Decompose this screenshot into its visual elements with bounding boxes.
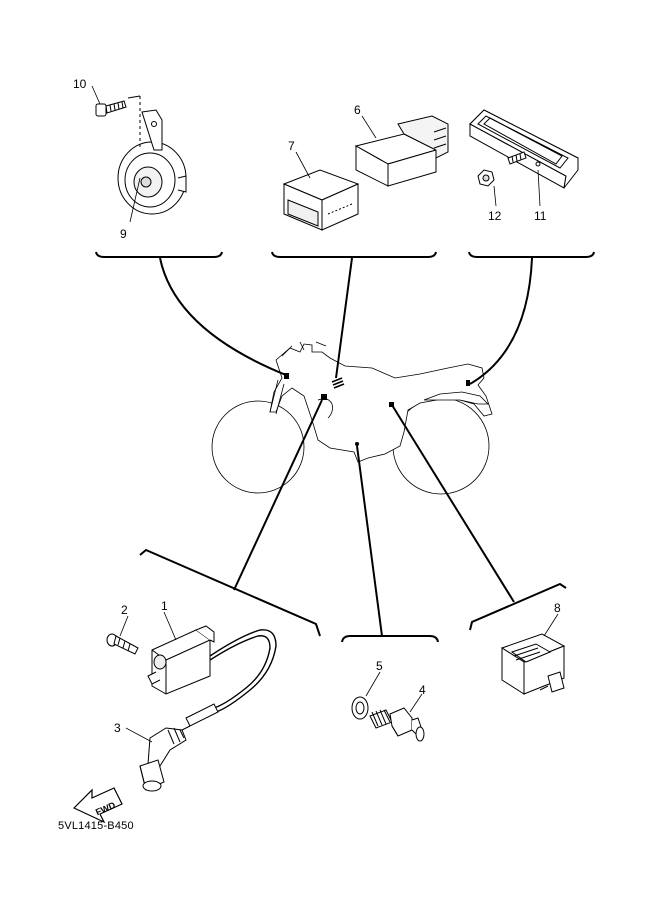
callout-8: 8	[554, 601, 561, 615]
callout-10: 10	[73, 77, 87, 91]
callout-4: 4	[419, 683, 426, 697]
callout-numbers: 10 9 7 6 12 11 2 1 3 5 4 8	[73, 77, 561, 735]
horn-assembly	[95, 95, 187, 215]
front-wheel	[211, 400, 305, 494]
screw-2	[106, 633, 139, 655]
rear-fender	[423, 391, 489, 405]
callout-11: 11	[534, 209, 547, 223]
horn-bracket	[141, 109, 163, 151]
leader-lines	[159, 257, 533, 637]
bracket-flasher-group	[469, 582, 567, 631]
marker-switch	[355, 442, 359, 446]
neutral-switch-assembly	[351, 696, 425, 742]
callout-2: 2	[121, 603, 128, 617]
marker-relay-rear	[466, 380, 470, 386]
flasher-relay-8	[500, 633, 566, 695]
marker-relays	[331, 377, 345, 389]
marker-horn	[284, 373, 289, 379]
callout-12: 12	[488, 209, 502, 223]
frame-outline	[269, 343, 493, 463]
bracket-switch-group	[341, 635, 439, 643]
callout-leaders	[91, 85, 559, 743]
ignition-coil-assembly	[106, 625, 277, 792]
bracket-reflector-group	[468, 251, 595, 258]
leader-reflector	[469, 257, 533, 385]
callout-5: 5	[376, 659, 383, 673]
leader-coil	[233, 399, 323, 591]
high-tension-cord	[209, 629, 277, 713]
leader-flasher	[391, 404, 515, 603]
leader-horn	[159, 257, 287, 376]
reference-code: 5VL1415-B450	[58, 820, 134, 832]
marker-flasher	[389, 402, 394, 407]
gasket-5	[351, 696, 369, 720]
group-brackets	[95, 251, 595, 643]
plug-cap-3	[139, 725, 191, 792]
marker-coil	[321, 394, 327, 400]
motorcycle-silhouette	[211, 341, 493, 495]
callout-7: 7	[288, 139, 295, 153]
bracket-coil-group	[139, 548, 321, 637]
handlebar	[281, 341, 327, 357]
bracket-relay-group	[271, 251, 437, 258]
relay-7	[282, 169, 360, 231]
relay-6	[354, 115, 449, 187]
fwd-arrow: FWD	[72, 787, 123, 824]
leader-relays	[335, 257, 353, 379]
callout-3: 3	[114, 721, 121, 735]
leader-switch	[356, 445, 383, 637]
callout-9: 9	[120, 227, 127, 241]
nut-12	[477, 169, 495, 187]
reflector-assembly	[469, 109, 579, 189]
switch-4	[369, 707, 425, 742]
front-fork	[269, 379, 285, 415]
callout-6: 6	[354, 103, 361, 117]
callout-1: 1	[161, 599, 168, 613]
bolt-10	[95, 100, 127, 117]
bracket-horn-group	[95, 251, 223, 258]
component-markers	[284, 373, 470, 446]
